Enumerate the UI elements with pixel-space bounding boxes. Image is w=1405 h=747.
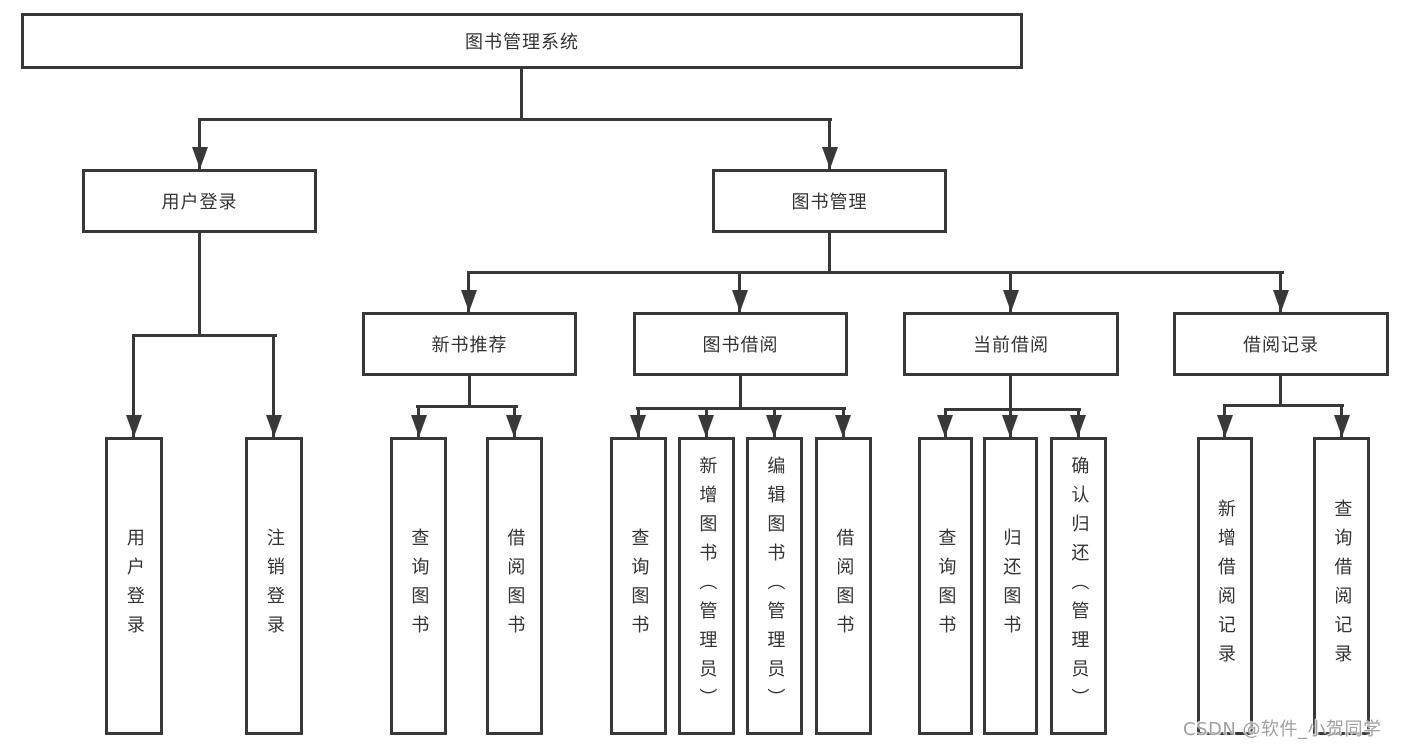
leaf-label: 借阅图书 xyxy=(504,528,526,644)
connector-to-user-login xyxy=(198,118,201,169)
leaf-confirm-return-admin: 确认归还（管理员） xyxy=(1050,437,1107,735)
leaf-label: 用户登录 xyxy=(123,528,145,644)
arrow-down-icon xyxy=(698,415,714,437)
leaf-label: 确认归还（管理员） xyxy=(1068,455,1090,717)
leaf-label: 借阅图书 xyxy=(833,528,855,644)
connector-to-book-management xyxy=(828,118,831,169)
leaf-query-books: 查询图书 xyxy=(610,437,667,735)
node-library-management-system: 图书管理系统 xyxy=(21,13,1023,69)
arrow-down-icon xyxy=(822,147,838,169)
node-book-management: 图书管理 xyxy=(712,169,947,233)
node-label: 当前借阅 xyxy=(973,335,1049,356)
leaf-label: 注销登录 xyxy=(263,528,285,644)
connector-to-leaf xyxy=(132,334,135,437)
connector-level3-rail xyxy=(467,271,1284,274)
connector-user-login-stem xyxy=(198,233,201,337)
connector-borrow-records-stem xyxy=(1279,376,1282,407)
node-user-login: 用户登录 xyxy=(82,169,317,233)
arrow-down-icon xyxy=(411,415,427,437)
leaf-logout: 注销登录 xyxy=(245,437,303,735)
leaf-query-borrow-record: 查询借阅记录 xyxy=(1313,437,1370,735)
node-borrowing-records: 借阅记录 xyxy=(1173,312,1389,376)
arrow-down-icon xyxy=(766,415,782,437)
node-label: 图书管理系统 xyxy=(465,32,579,53)
leaf-add-borrow-record: 新增借阅记录 xyxy=(1197,437,1253,735)
leaf-return-books: 归还图书 xyxy=(983,437,1038,735)
leaf-borrow-books: 借阅图书 xyxy=(486,437,543,735)
node-label: 图书借阅 xyxy=(702,335,779,356)
node-new-book-recommendation: 新书推荐 xyxy=(362,312,577,376)
arrow-down-icon xyxy=(630,415,646,437)
node-label: 新书推荐 xyxy=(431,335,508,356)
leaf-label: 查询图书 xyxy=(628,528,650,644)
arrow-down-icon xyxy=(506,415,522,437)
node-label: 用户登录 xyxy=(161,192,238,213)
leaf-borrow-books: 借阅图书 xyxy=(815,437,872,735)
arrow-down-icon xyxy=(461,290,477,312)
arrow-down-icon xyxy=(835,415,851,437)
arrow-down-icon xyxy=(126,415,142,437)
connector-new-book-rec-rail xyxy=(416,405,518,408)
leaf-label: 归还图书 xyxy=(1000,528,1022,644)
leaf-label: 新增图书（管理员） xyxy=(696,455,718,717)
connector-book-borrow-rail xyxy=(636,407,846,410)
arrow-down-icon xyxy=(1217,415,1233,437)
leaf-edit-books-admin: 编辑图书（管理员） xyxy=(746,437,803,735)
connector-level2-rail xyxy=(198,118,832,121)
arrow-down-icon xyxy=(1273,290,1289,312)
leaf-add-books-admin: 新增图书（管理员） xyxy=(678,437,735,735)
node-label: 借阅记录 xyxy=(1243,335,1319,356)
leaf-query-books: 查询图书 xyxy=(918,437,973,735)
connector-new-book-rec-stem xyxy=(468,376,471,408)
connector-root-stem xyxy=(520,69,523,121)
leaf-label: 查询图书 xyxy=(935,528,957,644)
node-label: 图书管理 xyxy=(791,192,868,213)
node-current-borrowing: 当前借阅 xyxy=(903,312,1119,376)
arrow-down-icon xyxy=(732,290,748,312)
node-book-borrowing: 图书借阅 xyxy=(633,312,848,376)
leaf-label: 编辑图书（管理员） xyxy=(764,455,786,717)
arrow-down-icon xyxy=(1003,290,1019,312)
connector-borrow-records-rail xyxy=(1223,404,1344,407)
connector-to-leaf xyxy=(272,334,275,437)
leaf-label: 查询借阅记录 xyxy=(1331,499,1353,673)
arrow-down-icon xyxy=(266,415,282,437)
arrow-down-icon xyxy=(192,147,208,169)
connector-book-management-stem xyxy=(828,233,831,274)
csdn-watermark: CSDN @软件_小贺同学 xyxy=(1183,719,1382,740)
leaf-label: 新增借阅记录 xyxy=(1214,499,1236,673)
leaf-query-books: 查询图书 xyxy=(390,437,447,735)
connector-book-borrow-stem xyxy=(739,376,742,410)
arrow-down-icon xyxy=(1334,415,1350,437)
leaf-user-login: 用户登录 xyxy=(105,437,163,735)
leaf-label: 查询图书 xyxy=(408,528,430,644)
arrow-down-icon xyxy=(937,415,953,437)
arrow-down-icon xyxy=(1070,415,1086,437)
connector-user-login-rail xyxy=(132,334,277,337)
connector-current-borrow-stem xyxy=(1009,376,1012,411)
arrow-down-icon xyxy=(1002,415,1018,437)
connector-current-borrow-rail xyxy=(944,408,1081,411)
